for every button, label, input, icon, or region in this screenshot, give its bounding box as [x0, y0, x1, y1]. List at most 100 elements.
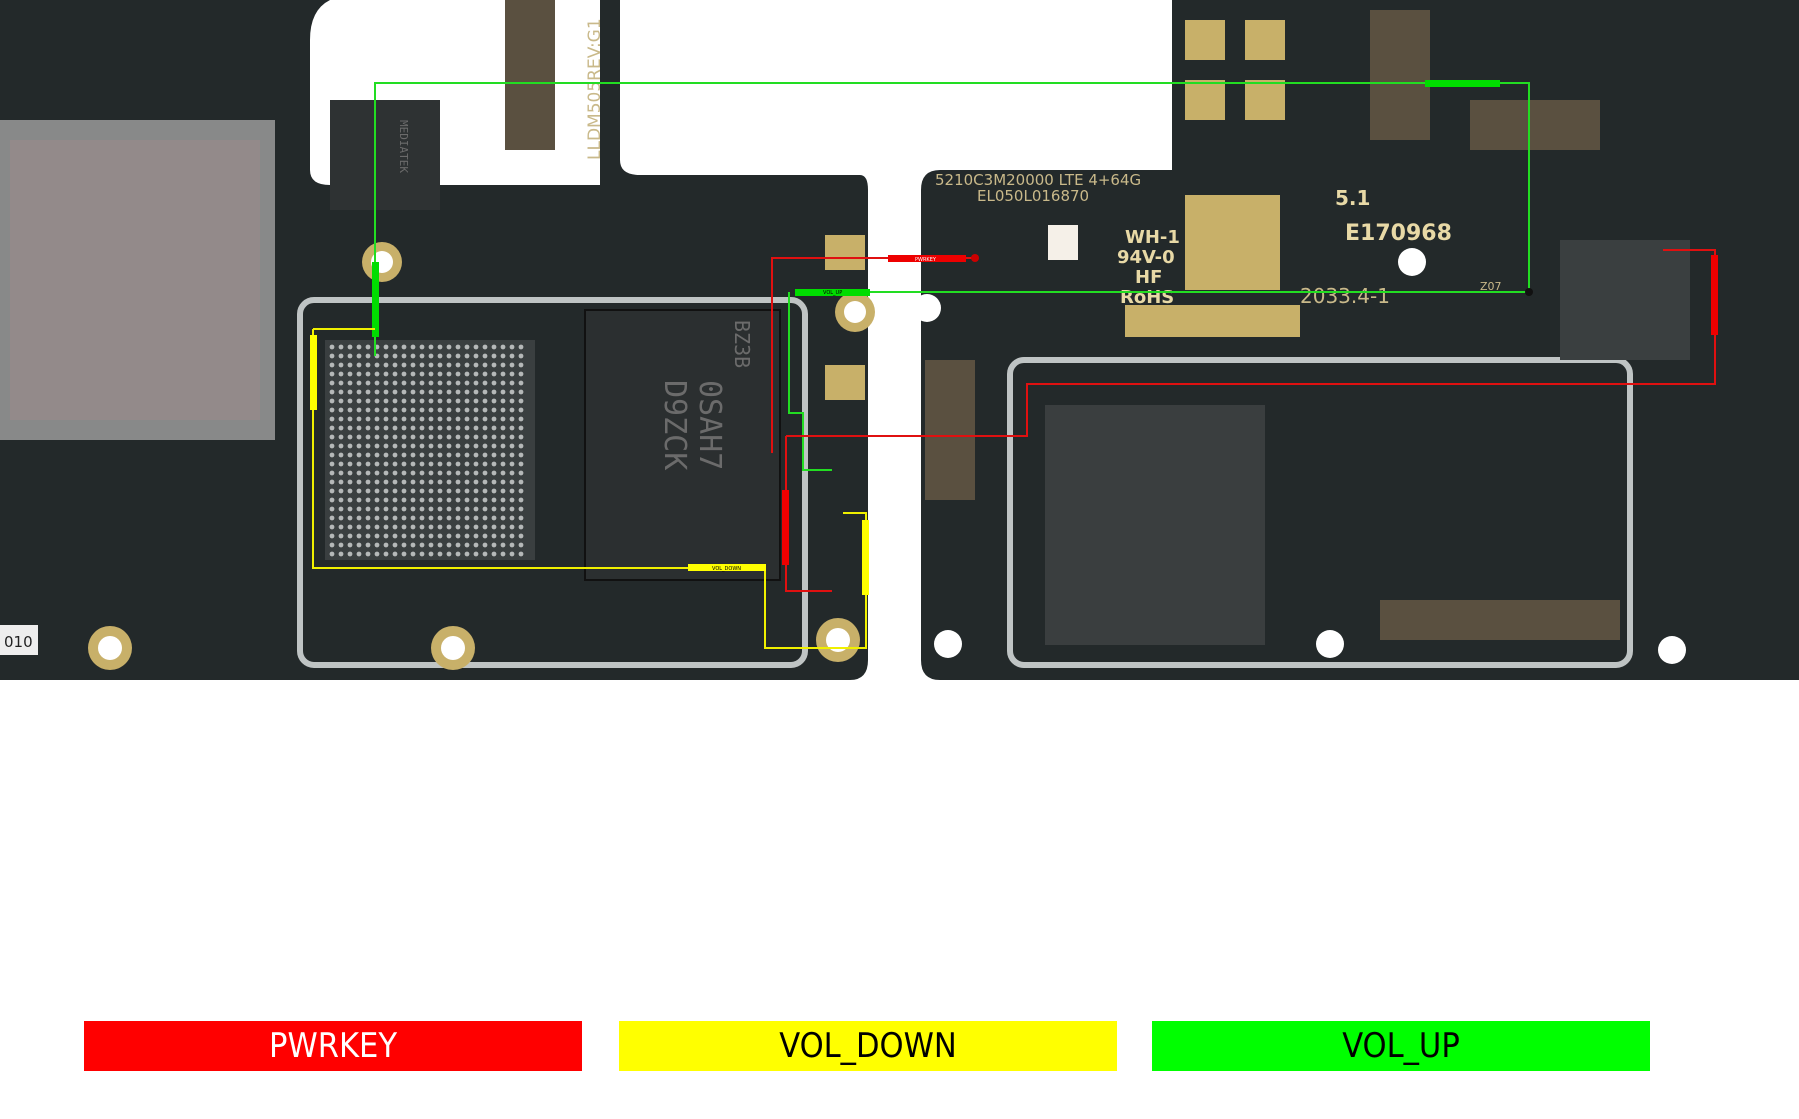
sim-tray	[0, 120, 275, 440]
bga-ball	[473, 515, 479, 521]
bga-ball	[401, 488, 407, 494]
bga-ball	[473, 470, 479, 476]
bga-ball	[518, 461, 524, 467]
vol-down-trace-label: VOL_DOWN	[712, 566, 741, 572]
bga-ball	[473, 425, 479, 431]
bga-ball	[392, 515, 398, 521]
bga-grid	[329, 344, 524, 557]
bga-ball	[365, 533, 371, 539]
bga-ball	[437, 389, 443, 395]
bga-ball	[464, 389, 470, 395]
bga-ball	[482, 353, 488, 359]
bga-ball	[518, 425, 524, 431]
bga-ball	[464, 506, 470, 512]
bga-ball	[491, 389, 497, 395]
bga-ball	[374, 524, 380, 530]
bga-ball	[401, 524, 407, 530]
bga-ball	[347, 389, 353, 395]
bga-ball	[446, 425, 452, 431]
bga-ball	[509, 533, 515, 539]
bga-ball	[464, 524, 470, 530]
bga-ball	[428, 425, 434, 431]
bga-ball	[347, 380, 353, 386]
bga-ball	[473, 407, 479, 413]
bga-ball	[410, 533, 416, 539]
bga-ball	[347, 353, 353, 359]
bga-ball	[374, 497, 380, 503]
bga-ball	[338, 497, 344, 503]
bga-ball	[509, 524, 515, 530]
bga-ball	[374, 443, 380, 449]
bga-ball	[491, 353, 497, 359]
bga-ball	[329, 425, 335, 431]
bga-ball	[455, 389, 461, 395]
bga-ball	[491, 380, 497, 386]
date-code: 2033.4-1	[1300, 284, 1390, 308]
bga-ball	[347, 416, 353, 422]
bga-ball	[428, 479, 434, 485]
bga-ball	[473, 479, 479, 485]
bga-ball	[482, 506, 488, 512]
bga-ball	[437, 425, 443, 431]
bga-ball	[446, 362, 452, 368]
bga-ball	[392, 461, 398, 467]
bga-ball	[410, 479, 416, 485]
bga-ball	[356, 371, 362, 377]
bga-ball	[329, 461, 335, 467]
bga-ball	[482, 488, 488, 494]
bga-ball	[410, 353, 416, 359]
bga-ball	[419, 488, 425, 494]
bga-ball	[365, 434, 371, 440]
bga-ball	[491, 524, 497, 530]
bga-ball	[428, 344, 434, 350]
bga-ball	[365, 398, 371, 404]
rf-chip	[1560, 240, 1690, 360]
bga-ball	[383, 524, 389, 530]
bga-ball	[437, 515, 443, 521]
bga-ball	[437, 497, 443, 503]
corner-label: 010	[4, 633, 33, 651]
bga-ball	[446, 416, 452, 422]
bga-ball	[347, 452, 353, 458]
bga-ball	[338, 461, 344, 467]
bga-ball	[428, 434, 434, 440]
bga-ball	[446, 533, 452, 539]
bga-ball	[419, 506, 425, 512]
bga-ball	[428, 515, 434, 521]
bga-ball	[518, 524, 524, 530]
legend-vol-up: VOL_UP	[1152, 1021, 1650, 1071]
bga-ball	[482, 470, 488, 476]
bga-ball	[329, 524, 335, 530]
bga-ball	[500, 452, 506, 458]
bga-ball	[464, 452, 470, 458]
bga-ball	[329, 407, 335, 413]
bga-ball	[401, 461, 407, 467]
bga-ball	[410, 389, 416, 395]
bga-ball	[419, 380, 425, 386]
bga-ball	[464, 425, 470, 431]
bga-ball	[446, 398, 452, 404]
bga-ball	[491, 398, 497, 404]
bga-ball	[338, 389, 344, 395]
bga-ball	[437, 506, 443, 512]
bga-ball	[455, 461, 461, 467]
bga-ball	[428, 407, 434, 413]
bga-ball	[464, 479, 470, 485]
bga-ball	[329, 380, 335, 386]
bga-ball	[455, 551, 461, 557]
bga-ball	[473, 497, 479, 503]
bga-ball	[428, 371, 434, 377]
bga-ball	[338, 542, 344, 548]
bga-ball	[347, 479, 353, 485]
bga-ball	[374, 488, 380, 494]
bga-ball	[482, 542, 488, 548]
bga-ball	[338, 533, 344, 539]
bga-ball	[374, 452, 380, 458]
bga-ball	[329, 542, 335, 548]
bga-ball	[509, 461, 515, 467]
bga-ball	[455, 470, 461, 476]
bga-ball	[482, 344, 488, 350]
cpu-chip	[584, 309, 781, 581]
bga-ball	[473, 524, 479, 530]
bga-ball	[500, 344, 506, 350]
